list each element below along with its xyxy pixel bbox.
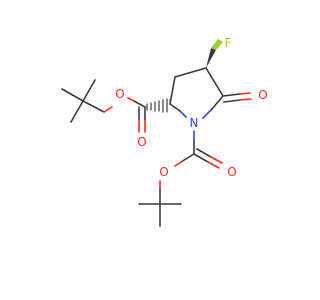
stereo-hash-bond-c2 (146, 98, 171, 113)
ring-bond-c3-c4 (174, 67, 207, 78)
ring-bond-c5-n-b (202, 109, 212, 119)
ring-bond-n-c2-a (179, 110, 187, 118)
stereo-wedge-bond-f-b (211, 39, 223, 50)
boc-carbonyl-double-1a (193, 153, 209, 163)
tbu-top-to-o-bond-b (103, 106, 113, 113)
boc-ester-oxygen-label: O (159, 165, 168, 179)
boc-c-o-bond-a (180, 153, 195, 163)
structure-canvas: F N O O O O O (61, 36, 268, 227)
ester-o-carbonyl-bond-b (133, 100, 146, 108)
tbu-top-methyl-bond-2 (70, 100, 84, 123)
ring-bond-n-c2-b (169, 103, 181, 112)
ester-oxygen-label: O (115, 87, 124, 101)
boc-carbonyl-oxygen-label: O (227, 165, 236, 179)
tbu-top-to-o-bond-a (82, 100, 105, 113)
nitrogen-atom-label: N (190, 116, 199, 130)
tbu-top-methyl-bond-3 (82, 79, 96, 102)
stereo-wedge-bond-f-a (206, 48, 216, 68)
boc-c-o-bond-b (174, 161, 182, 167)
ring-bond-c2-c3 (169, 76, 176, 105)
lactam-carbonyl-double-1a (222, 93, 241, 97)
tbu-top-methyl-bond-1 (61, 88, 84, 102)
ring-bond-c4-c5 (205, 67, 224, 97)
lactam-carbonyl-double-2b (239, 98, 252, 101)
ring-bond-c5-n-a (210, 95, 224, 111)
lactam-carbonyl-double-2a (223, 99, 241, 103)
lactam-oxygen-label: O (258, 88, 267, 102)
fluorine-atom-label: F (225, 36, 232, 50)
molecule-drawing: F N O O O O O (61, 36, 268, 227)
lactam-carbonyl-double-1b (239, 92, 251, 95)
boc-carbonyl-double-2b (210, 156, 223, 164)
boc-carbonyl-double-1b (207, 161, 220, 169)
ester-o-carbonyl-bond-a (127, 97, 135, 102)
carbonyl-oxygen-label: O (137, 135, 146, 149)
boc-carbonyl-double-2a (196, 148, 212, 158)
